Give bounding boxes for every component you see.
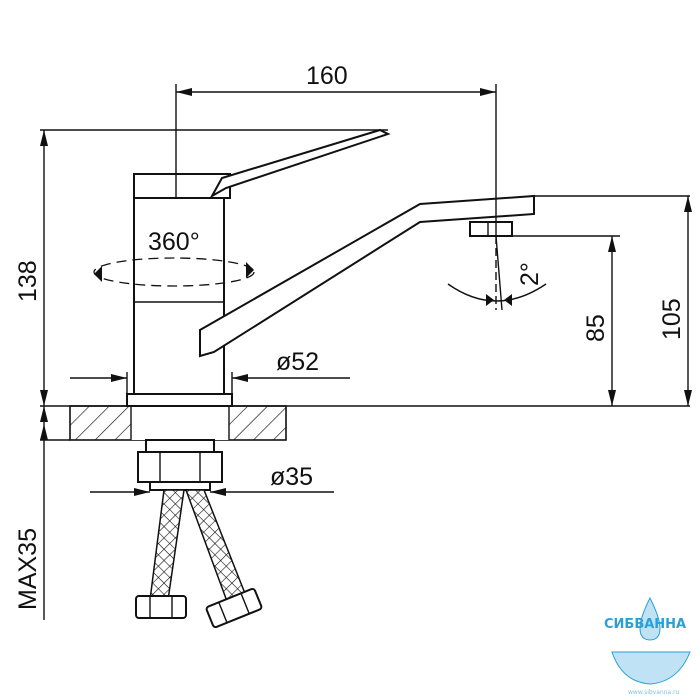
watermark-brand: СИБВАННА	[604, 617, 686, 632]
dim-thread-diameter	[90, 488, 334, 496]
dim-height-label: 138	[14, 260, 42, 302]
countertop	[69, 405, 287, 441]
dim-spout-height-label: 85	[582, 314, 610, 342]
watermark-site: www.sibvanna.ru	[628, 689, 680, 696]
dim-total-spout-height	[534, 195, 692, 406]
dim-max-counter-label: MAX35	[14, 528, 42, 610]
dim-height	[40, 129, 388, 406]
spout-angle-label: 2°	[516, 262, 544, 286]
dim-total-spout-height-label: 105	[658, 298, 686, 340]
spout	[199, 194, 535, 358]
dim-width	[175, 84, 497, 222]
faucet-body	[126, 128, 391, 407]
dim-spout-height	[512, 235, 620, 406]
spout-angle-indicator	[447, 235, 547, 311]
mounting-nut	[137, 439, 223, 491]
rotation-label: 360°	[148, 228, 200, 256]
watermark-logo: СИБВАННА www.sibvanna.ru	[604, 596, 691, 696]
dim-thread-diameter-label: ø35	[270, 463, 313, 491]
dim-max-counter	[40, 406, 48, 620]
dim-width-label: 160	[306, 62, 348, 90]
braided-hoses	[135, 489, 263, 629]
dim-base-diameter	[70, 372, 350, 394]
water-drop-icon	[639, 596, 661, 641]
rotation-indicator	[93, 257, 255, 287]
bathtub-icon	[611, 651, 691, 685]
dim-base-diameter-label: ø52	[276, 348, 319, 376]
